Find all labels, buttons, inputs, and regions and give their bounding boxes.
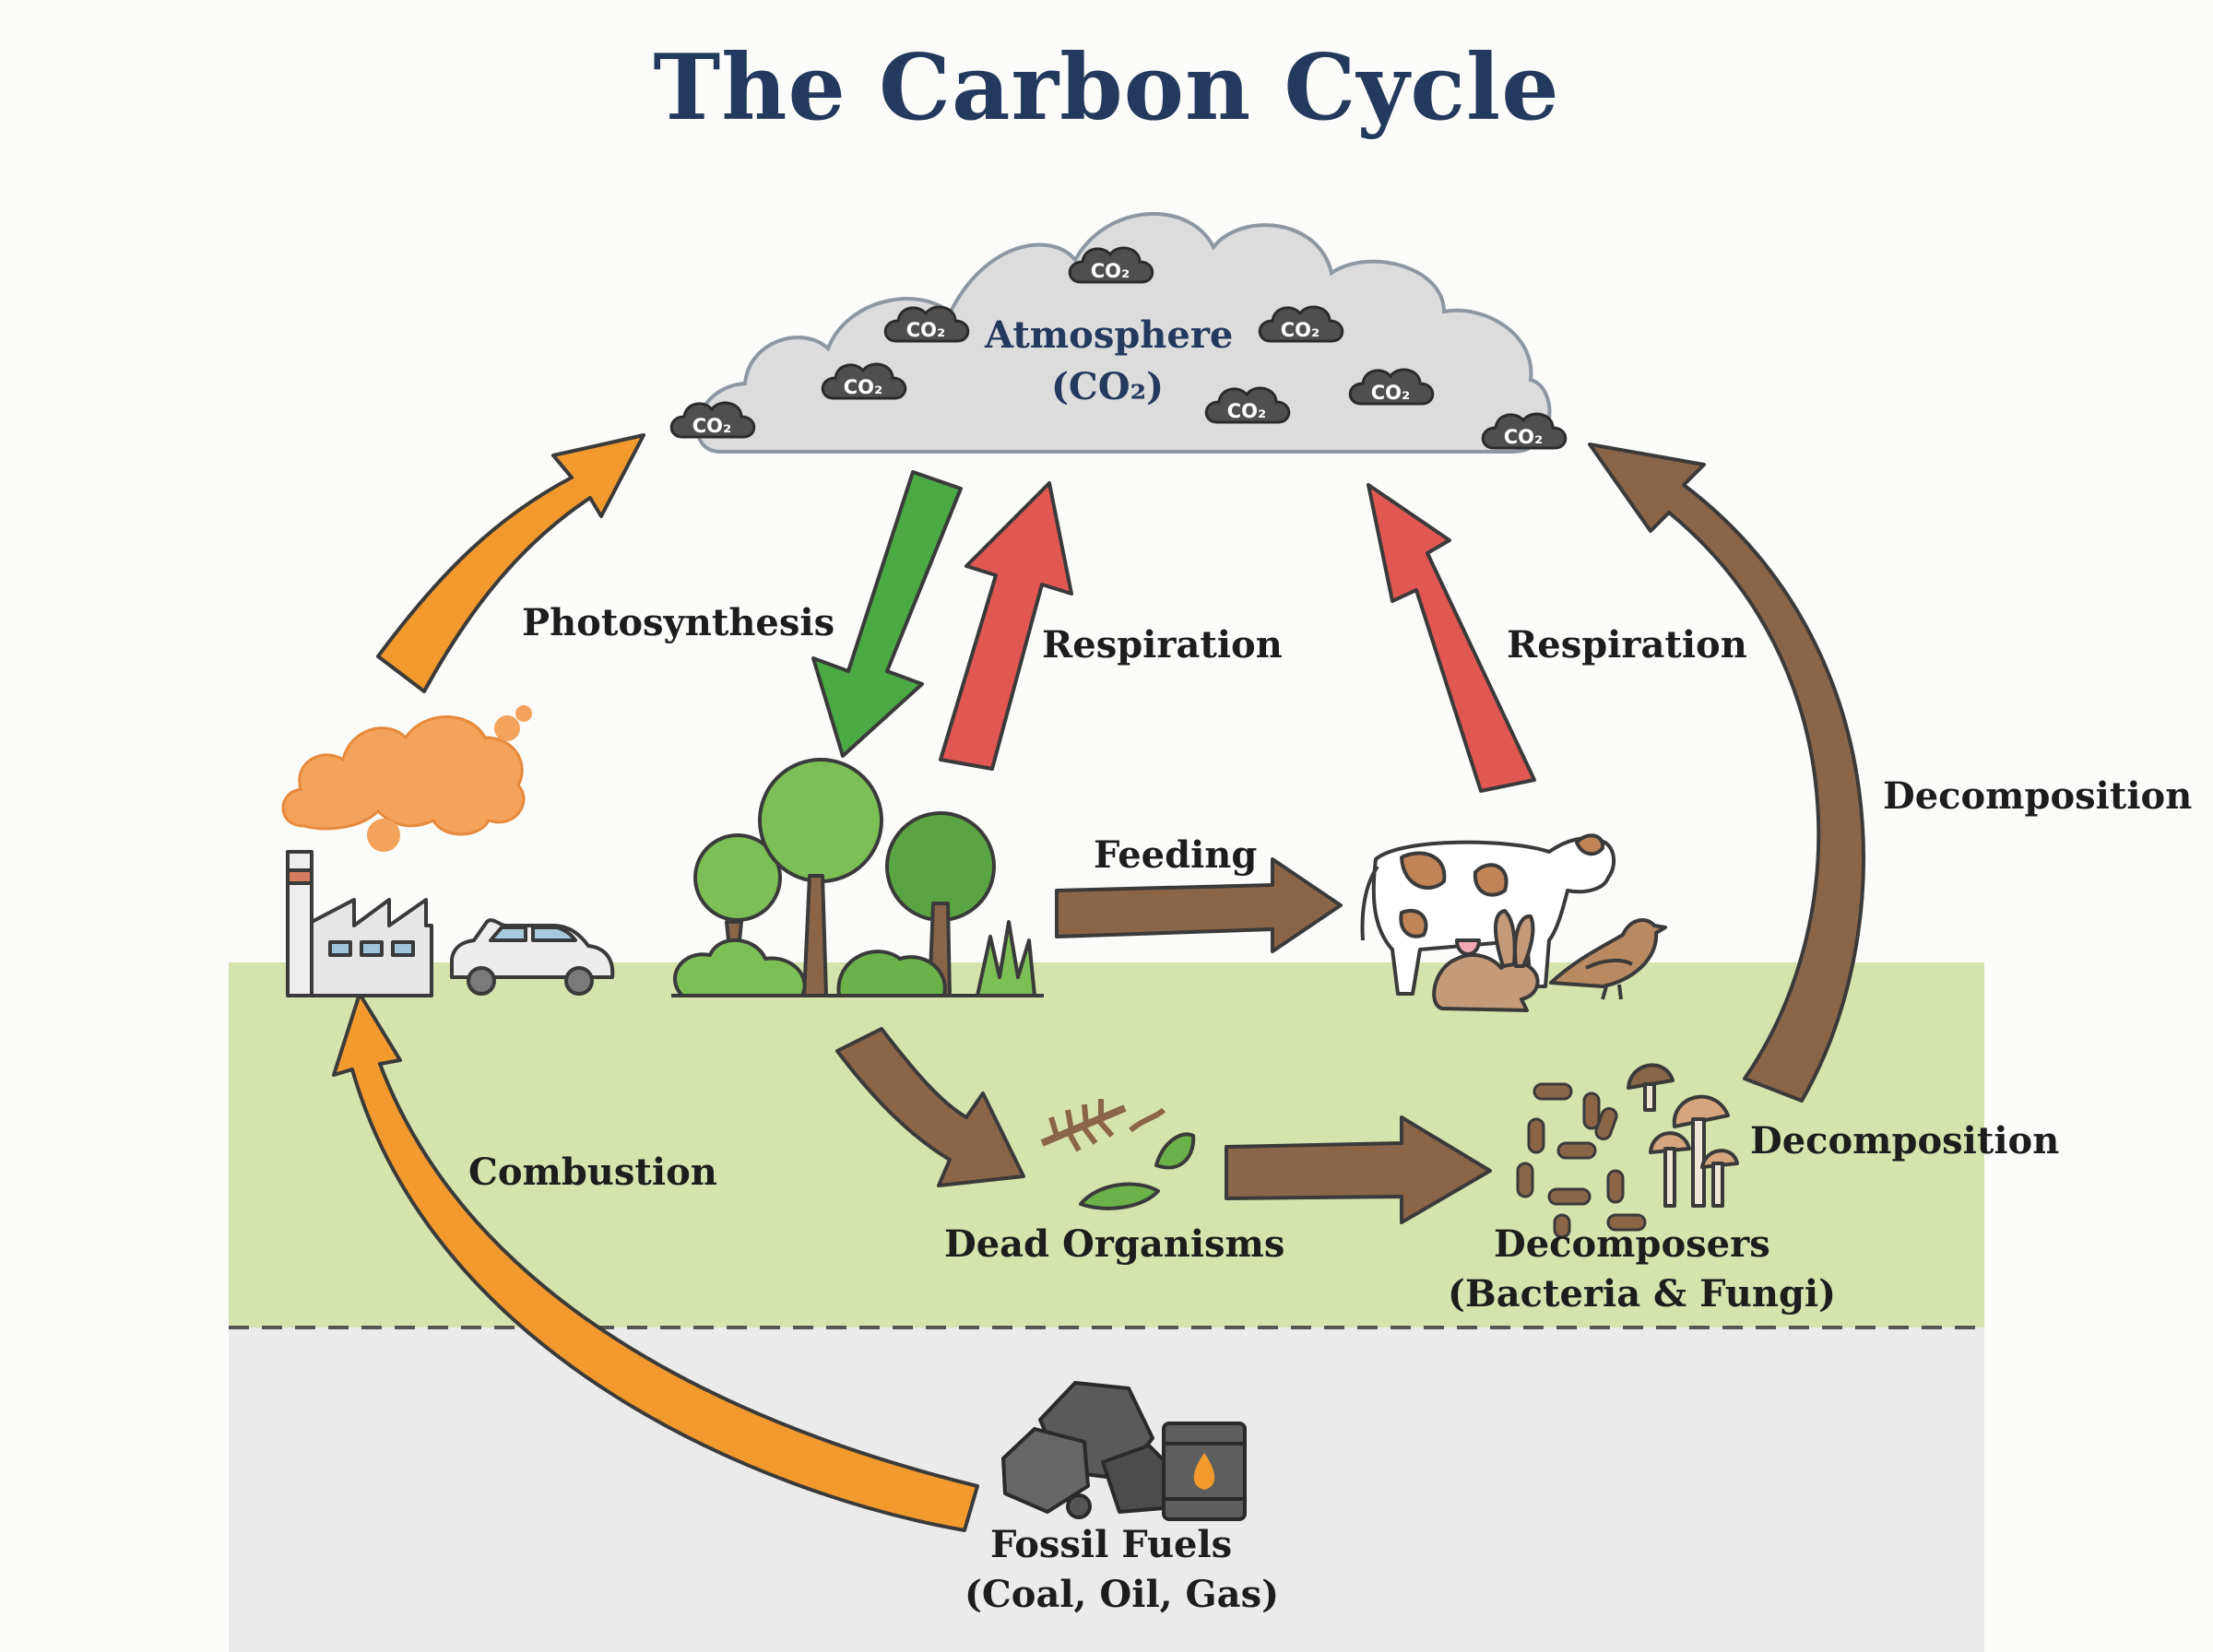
dead-leaves-icon (1040, 1099, 1196, 1210)
fossil-fuels-label: Fossil Fuels (990, 1523, 1233, 1566)
coal-icon (1001, 1381, 1178, 1519)
co2-bubble-icon: CO₂ (883, 305, 970, 343)
svg-text:CO₂: CO₂ (1281, 319, 1320, 341)
mushroom-icon (1627, 1063, 1739, 1208)
svg-text:CO₂: CO₂ (1371, 382, 1410, 404)
bacteria-icon (1516, 1082, 1647, 1239)
atmosphere-formula-label: (CO₂) (1051, 365, 1165, 408)
svg-text:CO₂: CO₂ (1227, 400, 1266, 422)
svg-text:CO₂: CO₂ (906, 319, 945, 341)
co2-bubble-icon: CO₂ (1258, 305, 1344, 343)
decomposers-detail-label: (Bacteria & Fungi) (1448, 1272, 1837, 1316)
dead-organisms-label: Dead Organisms (944, 1222, 1285, 1266)
svg-text:CO₂: CO₂ (1504, 426, 1543, 448)
oil-barrel-icon (1162, 1422, 1247, 1521)
rabbit-icon (1432, 909, 1540, 1012)
car-icon (450, 918, 615, 996)
diagram-title: The Carbon Cycle (653, 35, 1560, 141)
underground-band (229, 1328, 1984, 1652)
co2-bubble-icon: CO₂ (669, 401, 756, 439)
svg-text:CO₂: CO₂ (844, 376, 882, 398)
animal-respiration-arrow (1367, 483, 1536, 793)
photosynthesis-label: Photosynthesis (522, 601, 835, 644)
co2-bubble-icon: CO₂ (821, 362, 907, 400)
decomposition-lower-label: Decomposition (1750, 1119, 2060, 1162)
animal-respiration-label: Respiration (1507, 623, 1747, 667)
combustion-label: Combustion (468, 1150, 717, 1194)
cloud-icon (695, 211, 1552, 454)
photosynthesis-arrow (811, 470, 963, 758)
smoke-icon (281, 705, 532, 852)
trees-icon (671, 758, 1044, 997)
decomposition-arrow (1588, 442, 1865, 1103)
svg-text:CO₂: CO₂ (1091, 260, 1130, 282)
emission-arrow (376, 433, 645, 693)
co2-bubble-icon: CO₂ (1348, 368, 1435, 406)
death-arrow (835, 1027, 1025, 1187)
cow-icon (1360, 833, 1616, 996)
feeding-label: Feeding (1094, 833, 1258, 877)
factory-icon (286, 850, 433, 997)
co2-bubble-icon: CO₂ (1204, 386, 1291, 424)
plant-respiration-label: Respiration (1042, 623, 1283, 667)
combustion-arrow (332, 992, 979, 1532)
co2-bubble-icon: CO₂ (1481, 412, 1568, 450)
decomposers-label: Decomposers (1494, 1222, 1770, 1266)
decomposition-upper-label: Decomposition (1883, 774, 2193, 818)
co2-bubble-icon: CO₂ (1068, 246, 1154, 284)
feeding-arrow (1055, 857, 1343, 953)
fossil-fuels-detail-label: (Coal, Oil, Gas) (964, 1573, 1280, 1616)
atmosphere-label: Atmosphere (985, 313, 1234, 357)
bird-icon (1549, 918, 1667, 1000)
decomposers-arrow (1225, 1115, 1492, 1224)
plant-respiration-arrow (939, 481, 1073, 771)
svg-text:CO₂: CO₂ (692, 415, 731, 437)
